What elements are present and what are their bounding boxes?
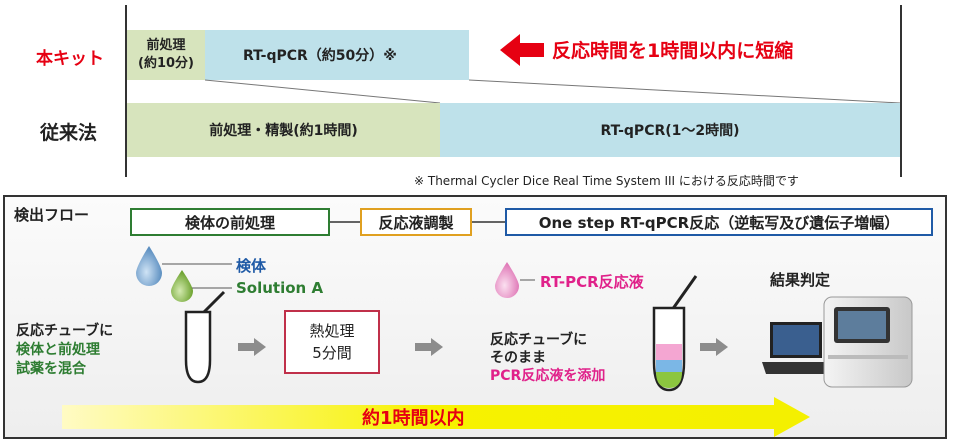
flow-arrow-1-icon <box>238 338 266 356</box>
flow-title: 検出フロー <box>14 206 90 224</box>
conventional-rtqpcr-bar: RT-qPCR(1～2時間) <box>440 103 900 157</box>
kit-rtqpcr-bar: RT-qPCR（約50分）※ <box>205 30 469 80</box>
stage-rtqpcr-label: One step RT-qPCR反応（逆転写及び遺伝子増幅） <box>538 213 900 232</box>
solution-a-label: Solution A <box>236 279 324 297</box>
kit-pretreatment-bar: 前処理 (約10分) <box>127 30 205 80</box>
step3-text: 反応チューブに そのまま PCR反応液を添加 <box>490 331 605 385</box>
kit-row-label: 本キット <box>36 49 104 69</box>
sample-droplet-icon <box>136 246 162 286</box>
kit-pretreatment-label: 前処理 <box>146 38 186 53</box>
red-arrow-left-icon <box>500 34 544 66</box>
conventional-pretreatment-label: 前処理・精製(約1時間) <box>209 123 358 139</box>
timeline-label: 約1時間以内 <box>362 408 465 429</box>
step3-line3: PCR反応液を添加 <box>490 368 606 384</box>
kit-pretreatment-time: (約10分) <box>138 56 194 71</box>
kit-rtqpcr-label: RT-qPCR（約50分）※ <box>243 48 397 64</box>
conventional-row-label: 従来法 <box>40 122 98 144</box>
conventional-pretreatment-bar: 前処理・精製(約1時間) <box>127 103 440 157</box>
timeline-end-line <box>900 5 902 177</box>
shortening-message: 反応時間を1時間以内に短縮 <box>552 40 794 62</box>
step1-line3: 試薬を混合 <box>16 361 86 377</box>
step1-text: 反応チューブに 検体と前処理 試薬を混合 <box>16 322 113 379</box>
timeline-arrow-icon <box>62 397 810 437</box>
heat-treatment-label: 熱処理 <box>309 322 355 340</box>
step1-line2: 検体と前処理 <box>16 342 100 358</box>
stage-reagent-prep-box: 反応液調製 <box>360 208 472 236</box>
step3-line1: 反応チューブに <box>490 332 588 348</box>
heat-treatment-box: 熱処理 5分間 <box>284 310 380 374</box>
step1-line1: 反応チューブに <box>16 323 114 339</box>
flow-arrow-3-icon <box>700 338 728 356</box>
scale-connector-lines <box>204 79 901 104</box>
timeline-start-line <box>125 5 127 177</box>
stage-reagent-prep-label: 反応液調製 <box>378 213 454 232</box>
result-label: 結果判定 <box>770 271 831 289</box>
heat-treatment-time: 5分間 <box>312 344 352 362</box>
laptop-icon <box>762 322 828 374</box>
sample-label: 検体 <box>236 257 267 275</box>
conventional-rtqpcr-label: RT-qPCR(1～2時間) <box>600 123 740 139</box>
stage-pretreatment-box: 検体の前処理 <box>130 208 330 236</box>
flow-arrow-2-icon <box>415 338 443 356</box>
thermal-cycler-instrument-icon <box>823 296 913 388</box>
rtpcr-solution-label: RT-PCR反応液 <box>540 273 644 291</box>
stage-rtqpcr-box: One step RT-qPCR反応（逆転写及び遺伝子増幅） <box>505 208 933 236</box>
reaction-tube-1-icon <box>184 290 226 384</box>
footnote: ※ Thermal Cycler Dice Real Time System I… <box>414 174 799 188</box>
step3-line2: そのまま <box>490 350 546 366</box>
reaction-tube-2-icon <box>652 275 698 392</box>
solution-droplet-icon <box>171 270 193 302</box>
stage-pretreatment-label: 検体の前処理 <box>184 213 275 232</box>
rtpcr-droplet-icon <box>495 262 519 298</box>
